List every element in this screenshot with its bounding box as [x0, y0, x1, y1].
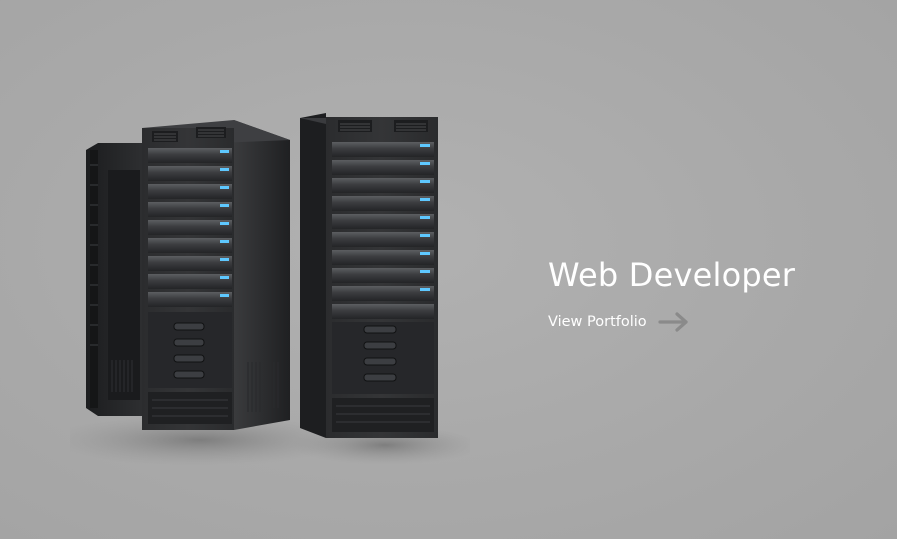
back-rack	[86, 143, 144, 416]
hero-headline: Web Developer	[548, 256, 796, 294]
server-racks-illustration	[70, 113, 470, 466]
middle-rack	[142, 120, 290, 430]
arrow-right-icon	[658, 312, 688, 332]
hero-caption: Web Developer View Portfolio	[548, 253, 878, 332]
right-rack	[300, 113, 438, 438]
view-portfolio-label: View Portfolio	[548, 314, 647, 330]
view-portfolio-link[interactable]: View Portfolio	[548, 311, 690, 333]
